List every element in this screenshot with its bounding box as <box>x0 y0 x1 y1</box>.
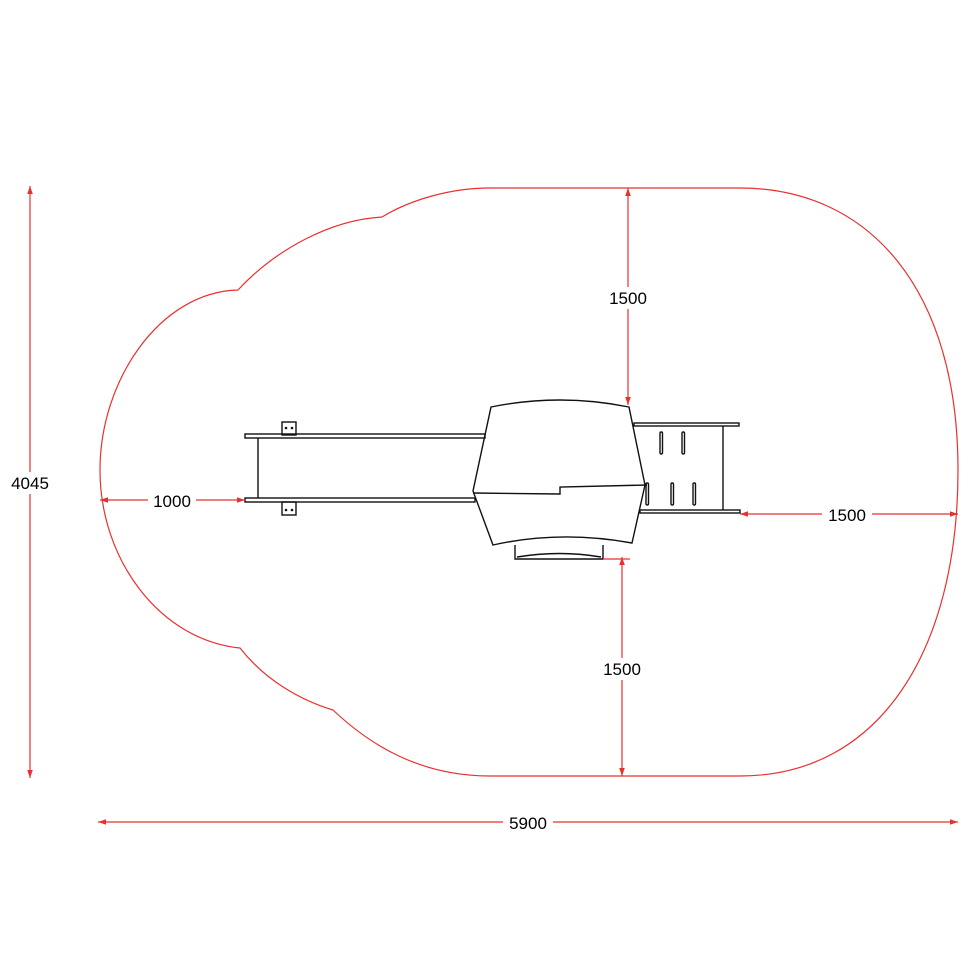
dim-label-bottom: 1500 <box>603 660 641 679</box>
safety-zone-outline <box>99 187 959 777</box>
equipment-plan <box>244 399 741 560</box>
dim-label-height: 4045 <box>11 474 49 493</box>
dim-label-top: 1500 <box>609 289 647 308</box>
platform-roof <box>472 399 648 560</box>
dim-label-width: 5900 <box>509 814 547 833</box>
dim-label-left: 1000 <box>153 492 191 511</box>
slide-chute <box>244 421 486 516</box>
ladder <box>633 422 741 514</box>
dim-label-right: 1500 <box>828 506 866 525</box>
